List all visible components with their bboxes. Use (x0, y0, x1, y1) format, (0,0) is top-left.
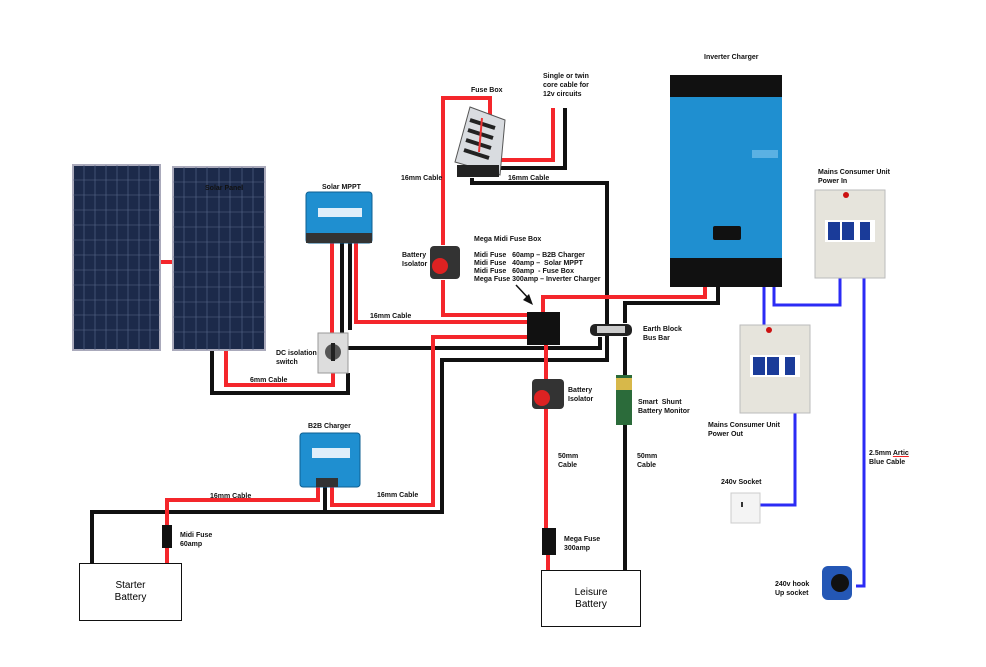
label-single-twin: Single or twin core cable for 12v circui… (543, 73, 589, 98)
wire-b2b-starter-pos (165, 487, 320, 563)
label-16mm-mppt: 16mm Cable (370, 313, 412, 320)
earth-bus-bar (590, 324, 632, 336)
label-dc-isolation: DC isolation switch (276, 350, 317, 366)
label-mega-midi-title: Mega Midi Fuse Box (474, 236, 542, 243)
b2b-charger (299, 432, 361, 488)
negative-wires (90, 108, 720, 570)
label-6mm-cable: 6mm Cable (250, 377, 288, 384)
fuse-box (454, 106, 506, 177)
mains-wires (760, 278, 866, 588)
label-midi-fuse: Midi Fuse 60amp (180, 532, 213, 548)
mega-midi-fuse-box (527, 312, 560, 345)
wire-mppt-neg (340, 243, 602, 350)
label-b2b-charger: B2B Charger (308, 423, 351, 430)
label-hookup: 240v hook Up socket (775, 581, 810, 597)
wire-fusebox-12v-pos (496, 108, 555, 162)
wire-b2b-starter-neg (90, 510, 325, 563)
arrow-head-icon (523, 294, 533, 305)
mega-fuse (542, 528, 556, 555)
wire-fusebox-12v-neg (500, 108, 567, 170)
label-mega-midi-line: Midi Fuse 40amp – Solar MPPT (474, 260, 583, 267)
leisure-battery: Leisure Battery (541, 570, 641, 627)
label-mains-in: Mains Consumer Unit Power In (818, 169, 890, 185)
label-arctic-blue: Blue Cable (869, 459, 906, 466)
label-smart-shunt: Smart Shunt Battery Monitor (638, 399, 690, 415)
midi-fuse (162, 525, 172, 548)
label-mega-midi-line: Midi Fuse 60amp - Fuse Box (474, 268, 574, 275)
label-mega-midi-line: Midi Fuse 60amp – B2B Charger (474, 252, 585, 259)
label-solar-panel: Solar Panel (205, 185, 244, 192)
dc-isolation-switch (317, 332, 349, 374)
label-mega-fuse: Mega Fuse 300amp (564, 536, 601, 552)
wire-out-socket (760, 412, 797, 507)
wire-hookup (856, 278, 866, 588)
wire-panel-pos (224, 350, 335, 387)
socket-240v (730, 492, 761, 524)
inverter-charger (670, 75, 782, 287)
wire-busbar-inverter-neg (623, 287, 720, 323)
smart-shunt (616, 375, 632, 425)
battery-isolator-top (430, 246, 460, 279)
solar-panel-left (72, 164, 161, 351)
wire-panel-neg (210, 350, 350, 395)
label-battery-isolator-bottom: Battery Isolator (568, 387, 594, 403)
label-inverter-charger: Inverter Charger (704, 54, 759, 61)
wire-mppt-pos (330, 243, 527, 333)
label-battery-isolator-top: Battery Isolator (402, 252, 428, 268)
label-solar-mppt: Solar MPPT (322, 184, 361, 191)
battery-isolator-bottom (532, 379, 564, 409)
wire-isolator-mega (441, 280, 527, 317)
label-arctic-word: Artic (892, 450, 909, 457)
starter-battery: Starter Battery (79, 563, 182, 621)
wire-mega-b2b (330, 335, 527, 507)
label-mains-out: Mains Consumer Unit Power Out (708, 422, 780, 438)
label-earth-block: Earth Block Bus Bar (643, 326, 682, 342)
label-16mm-fuse-right: 16mm Cable (508, 175, 550, 182)
label-mega-midi-line: Mega Fuse 300amp – Inverter Charger (474, 276, 601, 283)
wire-mega-leisure (544, 345, 550, 570)
label-16mm-fuse-left: 16mm Cable (401, 175, 443, 182)
label-fuse-box: Fuse Box (471, 87, 503, 94)
label-arctic-size: 2.5mm (869, 450, 893, 457)
solar-mppt-device (305, 191, 373, 244)
wire-fusebox-neg (323, 178, 609, 514)
consumer-unit-out (739, 324, 811, 414)
hookup-socket (822, 566, 852, 600)
solar-panel-right (172, 166, 266, 351)
label-16mm-b2b-right: 16mm Cable (377, 492, 419, 499)
label-50mm-left: 50mm Cable (558, 453, 579, 469)
consumer-unit-in (814, 189, 886, 279)
wire-mega-inverter (541, 287, 707, 312)
label-50mm-right: 50mm Cable (637, 453, 658, 469)
label-socket-240v: 240v Socket (721, 479, 762, 486)
wire-inverter-in (772, 278, 842, 307)
label-arctic-cable: 2.5mm Artic Blue Cable (869, 449, 909, 467)
label-16mm-b2b-left: 16mm Cable (210, 493, 252, 500)
